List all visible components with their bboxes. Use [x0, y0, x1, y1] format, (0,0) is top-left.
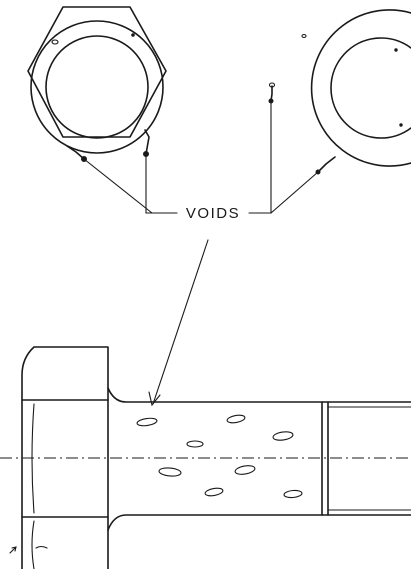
- void-mark: [131, 33, 135, 37]
- void-mark: [399, 123, 403, 127]
- hex-head-end-view: [27, 6, 167, 162]
- round-bore-circle: [330, 37, 411, 139]
- void-mark: [186, 440, 204, 448]
- void-mark: [144, 129, 150, 155]
- hex-bore-circle: [45, 35, 149, 139]
- bolt-side-view: [0, 346, 411, 569]
- corner-mark: [35, 545, 48, 549]
- void-mark: [234, 465, 256, 475]
- leader-arrow: [152, 239, 209, 405]
- arrowhead: [148, 391, 161, 407]
- shank-bottom-edge: [107, 514, 411, 531]
- void-mark: [301, 33, 307, 39]
- shank-top-edge: [107, 387, 411, 403]
- void-mark: [158, 467, 182, 477]
- hex-outline: [27, 6, 167, 138]
- head-arc: [31, 520, 35, 569]
- void-mark: [136, 417, 158, 427]
- corner-mark: [9, 546, 17, 554]
- void-mark: [394, 48, 398, 52]
- leader-line: [83, 158, 153, 214]
- void-mark: [268, 82, 276, 88]
- leader-line: [270, 171, 319, 214]
- round-end-view: [268, 9, 411, 175]
- void-mark: [317, 156, 336, 173]
- hex-outer-circle: [30, 20, 164, 154]
- round-outer-circle: [310, 9, 411, 167]
- void-mark: [204, 487, 224, 497]
- void-mark: [272, 431, 294, 441]
- void-mark: [66, 145, 85, 160]
- void-mark: [226, 414, 246, 424]
- voids-callout: VOIDS: [83, 100, 319, 407]
- voids-label: VOIDS: [186, 205, 240, 222]
- void-mark: [283, 489, 303, 499]
- void-mark: [51, 39, 59, 45]
- bolt-head: [21, 346, 109, 569]
